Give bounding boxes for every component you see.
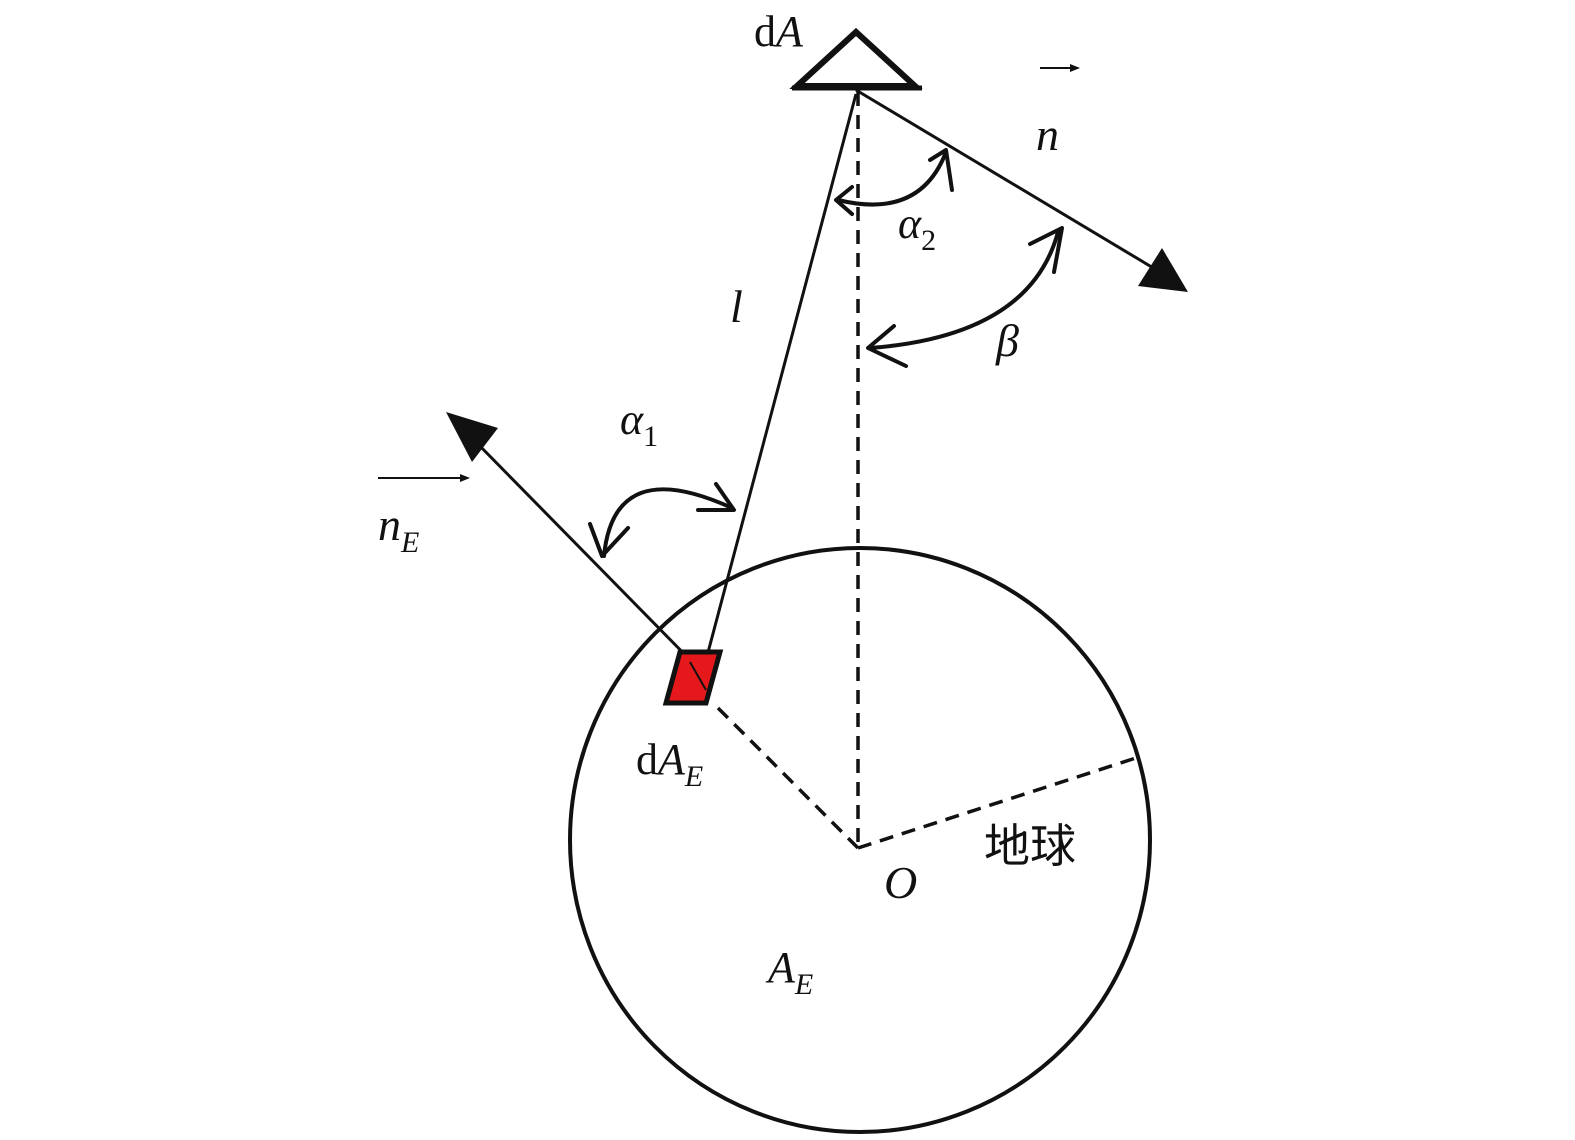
satellite-element-triangle — [789, 27, 923, 89]
n-vector-bar-tip — [1070, 64, 1080, 72]
angle-arc-alpha1 — [602, 487, 734, 558]
angle-alpha1-label: α1 — [620, 395, 658, 453]
surface-normal-line — [472, 438, 702, 672]
angle-arc-alpha1-head-right — [696, 482, 736, 512]
surface-element-hatch — [689, 661, 707, 691]
line-of-sight-l — [704, 93, 858, 661]
earth-area-label: AE — [765, 943, 813, 1001]
nE-vector-bar-tip — [460, 474, 470, 482]
earth-name-label: 地球 — [984, 821, 1076, 872]
satellite-element-label: dA — [754, 7, 804, 56]
surface-normal-arrowhead — [446, 412, 498, 462]
angle-alpha2-label: α2 — [898, 199, 936, 257]
angle-arc-beta-head-left — [866, 324, 908, 368]
surface-element-label: dAE — [636, 735, 703, 793]
angle-arc-beta-head-right — [1028, 226, 1064, 274]
line-of-sight-label: l — [730, 281, 743, 332]
angle-arc-alpha2 — [836, 150, 948, 207]
surface-normal-label: nE — [378, 499, 419, 559]
angle-beta-label: β — [995, 315, 1019, 366]
surface-element-square — [662, 649, 724, 706]
center-label: O — [884, 857, 917, 908]
satellite-normal-label: n — [1036, 109, 1059, 160]
earth-circle — [568, 546, 1152, 1134]
angle-arc-alpha2-head-left — [834, 185, 854, 216]
satellite-normal-line — [855, 88, 1161, 274]
dashed-radius-right — [857, 754, 1143, 850]
satellite-normal-arrowhead — [1138, 248, 1188, 292]
angle-arc-alpha2-head-right — [928, 148, 954, 192]
angle-arc-alpha1-head-left — [588, 522, 630, 558]
dashed-radius-to-surface-element — [710, 700, 860, 850]
angle-arc-beta — [868, 230, 1060, 350]
